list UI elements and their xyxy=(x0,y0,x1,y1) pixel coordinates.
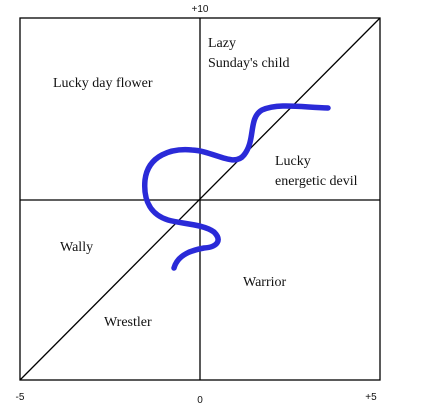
label-energetic-devil: energetic devil xyxy=(275,174,358,189)
diagonal-line xyxy=(19,17,381,381)
tick-top: +10 xyxy=(192,4,209,15)
freehand-curve xyxy=(142,103,331,271)
tick-bottom-right: +5 xyxy=(365,392,377,403)
label-lucky: Lucky xyxy=(275,154,311,169)
label-lucky-day-flower: Lucky day flower xyxy=(53,76,153,91)
label-lazy: Lazy xyxy=(208,36,236,51)
label-wally: Wally xyxy=(60,240,93,255)
label-sundays-child: Sunday's child xyxy=(208,56,289,71)
tick-bottom-left: -5 xyxy=(16,392,25,403)
label-wrestler: Wrestler xyxy=(104,315,152,330)
tick-bottom-center: 0 xyxy=(197,395,203,406)
label-warrior: Warrior xyxy=(243,275,287,290)
